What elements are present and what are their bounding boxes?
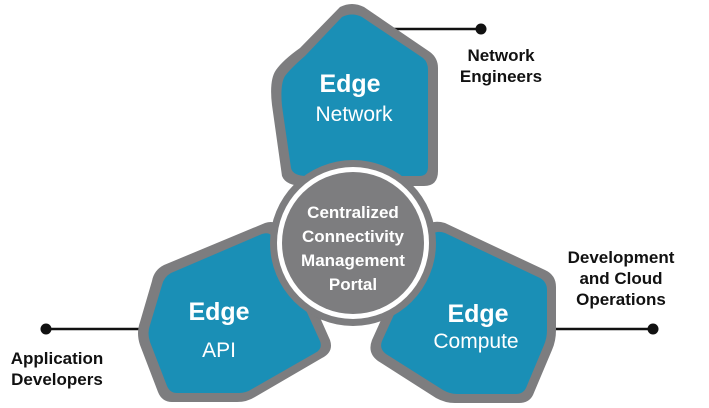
petal-title-api: Edge <box>188 298 249 326</box>
audience-label-api: Application Developers <box>2 348 112 390</box>
hub-line-1: Centralized <box>307 203 399 222</box>
petal-title-compute: Edge <box>447 300 508 328</box>
connector-dot-compute <box>647 323 659 335</box>
audience-label-network: Network Engineers <box>454 45 548 87</box>
audience-compute-line-2: and Cloud <box>579 269 663 288</box>
hub-line-4: Portal <box>329 275 377 294</box>
petal-edge-network: Edge Network <box>271 4 438 186</box>
connector-dot-api <box>40 323 52 335</box>
hub-line-3: Management <box>301 251 405 270</box>
audience-network-line-2: Engineers <box>459 67 543 86</box>
audience-compute-line-3: Operations <box>576 290 666 309</box>
audience-network-line-1: Network <box>467 46 535 65</box>
hub-circle <box>282 172 424 314</box>
audience-api-line-2: Developers <box>11 370 103 389</box>
petal-subtitle-api: API <box>202 339 236 362</box>
petal-title-network: Edge <box>319 70 380 98</box>
petal-subtitle-network: Network <box>315 103 393 126</box>
audience-api-line-1: Application <box>10 349 104 368</box>
central-hub: Centralized Connectivity Management Port… <box>270 160 436 326</box>
connector-dot-network <box>475 23 487 35</box>
petal-fill-network <box>281 14 428 176</box>
audience-label-compute: Development and Cloud Operations <box>554 247 688 310</box>
hub-line-2: Connectivity <box>302 227 405 246</box>
audience-compute-line-1: Development <box>567 248 675 267</box>
connectors <box>40 23 659 335</box>
petal-subtitle-compute: Compute <box>433 330 518 353</box>
